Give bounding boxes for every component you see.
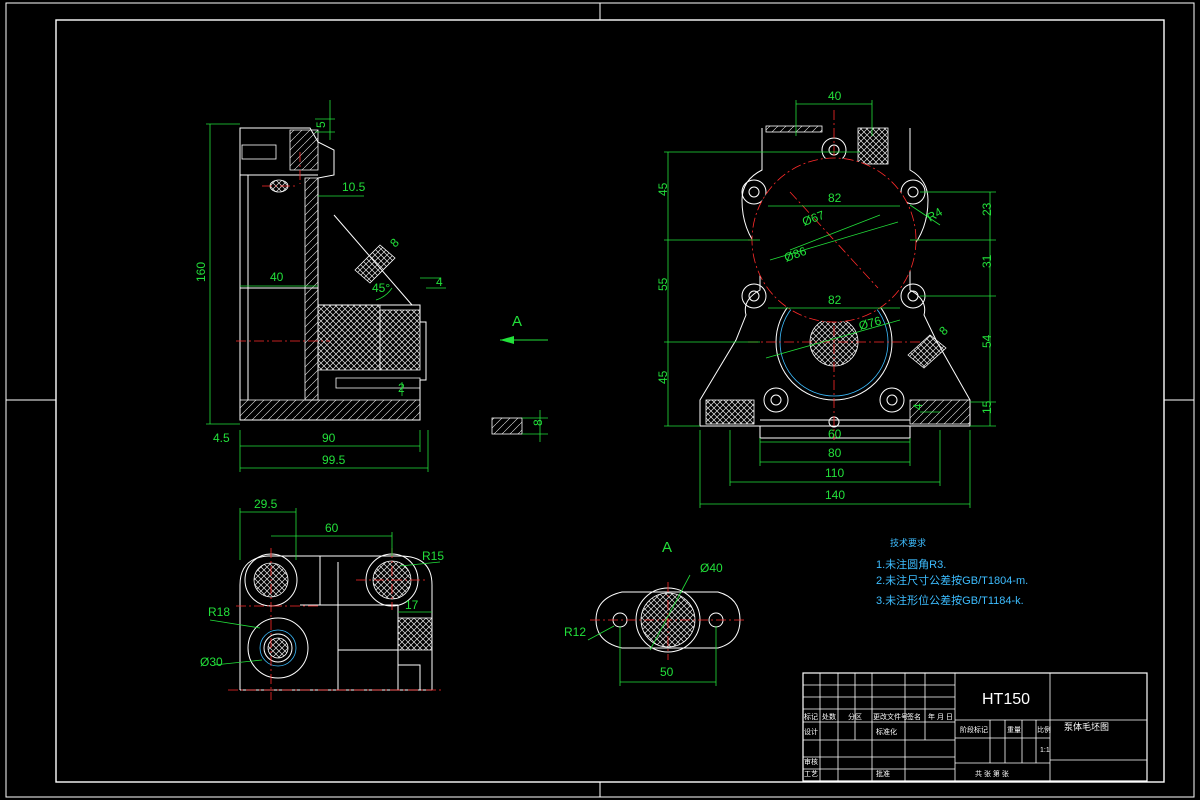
- dim-side-5: 5: [314, 121, 328, 128]
- note-line-3: 3.未注形位公差按GB/T1184-k.: [876, 593, 1024, 607]
- section-profile: [491, 417, 523, 435]
- section-label-a: A: [512, 313, 522, 330]
- stage-label-0: 阶段标记: [960, 725, 988, 734]
- detail-label-a: A: [662, 539, 672, 556]
- dim-side-4-5: 4.5: [213, 431, 230, 445]
- dim-front-110: 110: [825, 466, 844, 480]
- scale-value: 1:1: [1040, 747, 1050, 754]
- dim-detail-40: Ø40: [700, 561, 723, 575]
- front-view: 40 45 82 Ø67 R4 23 Ø86 31 55 82 Ø76 8 54…: [656, 89, 996, 508]
- dim-side-4: 4: [436, 275, 443, 289]
- dim-front-40: 40: [828, 89, 842, 103]
- dim-front-4: 4: [911, 403, 925, 410]
- dim-top-r18: R18: [208, 605, 230, 619]
- top-view: 29.5 60 R15 R18 17 Ø30: [200, 497, 444, 700]
- dim-top-r15: R15: [422, 549, 444, 563]
- row-label-2: 分区: [848, 712, 862, 721]
- dim-front-82-top: 82: [828, 191, 842, 205]
- left-label-0: 设计: [804, 727, 818, 736]
- dim-top-17: 17: [405, 598, 419, 612]
- front-view-dimlines: [664, 100, 996, 508]
- front-view-centerlines: [748, 110, 920, 440]
- row-label-3: 更改文件号: [873, 712, 908, 721]
- left-label-4: 批准: [876, 769, 890, 778]
- dim-side-2: 2: [398, 381, 405, 395]
- left-label-1: 标准化: [876, 727, 897, 736]
- dim-detail-50: 50: [660, 665, 674, 679]
- left-label-3: 工艺: [804, 770, 818, 778]
- dim-front-23: 23: [980, 202, 994, 216]
- dim-side-99-5: 99.5: [322, 453, 346, 467]
- row-label-4: 签名: [907, 712, 921, 721]
- dim-front-54: 54: [980, 334, 994, 348]
- dim-side-45deg: 45°: [372, 281, 390, 295]
- note-line-2: 2.未注尺寸公差按GB/T1804-m.: [876, 573, 1028, 587]
- side-view-centerlines: [236, 152, 330, 342]
- dim-front-r4: R4: [925, 205, 946, 225]
- technical-notes: 技术要求 1.未注圆角R3. 2.未注尺寸公差按GB/T1804-m. 3.未注…: [876, 537, 1028, 607]
- dim-detail-r12: R12: [564, 625, 586, 639]
- drawing-name: 泵体毛坯图: [1064, 721, 1109, 732]
- row-label-1: 处数: [822, 712, 836, 721]
- dim-front-45-top: 45: [656, 182, 670, 196]
- note-line-1: 1.未注圆角R3.: [876, 557, 946, 571]
- title-block-text: HT150 泵体毛坯图 标记 处数 分区 更改文件号 签名 年 月 日 设计 标…: [804, 691, 1109, 778]
- dim-front-15: 15: [980, 400, 994, 414]
- dim-top-29-5: 29.5: [254, 497, 278, 511]
- dim-front-55: 55: [656, 277, 670, 291]
- sheet-label: 共 张 第 张: [975, 769, 1009, 778]
- dim-side-10-5: 10.5: [342, 180, 366, 194]
- dim-front-80: 80: [828, 446, 842, 460]
- section-indicator: A 8: [491, 313, 548, 442]
- material-label: HT150: [982, 691, 1030, 708]
- dim-front-140: 140: [825, 488, 845, 502]
- notes-heading: 技术要求: [890, 537, 926, 548]
- detail-a: A Ø40 R12 50: [564, 539, 746, 686]
- top-view-dimlines: [209, 508, 441, 666]
- side-view-outline: [239, 127, 427, 421]
- side-view-hatch: [239, 129, 421, 421]
- dim-front-45-bot: 45: [656, 370, 670, 384]
- dim-front-60: 60: [828, 427, 842, 441]
- dim-front-82-mid: 82: [828, 293, 842, 307]
- stage-label-2: 比例: [1037, 725, 1051, 734]
- detail-a-flange: [595, 591, 741, 649]
- dim-side-160: 160: [194, 262, 208, 282]
- dim-section-8: 8: [531, 419, 545, 426]
- left-label-2: 审核: [804, 757, 818, 766]
- stage-label-1: 重量: [1007, 726, 1021, 734]
- top-view-centerlines: [228, 548, 444, 700]
- dim-front-8: 8: [936, 323, 951, 338]
- row-label-0: 标记: [804, 712, 818, 721]
- side-view-dimlines: [206, 100, 446, 472]
- dim-top-30: Ø30: [200, 655, 223, 669]
- dim-side-90: 90: [322, 431, 336, 445]
- dim-front-31: 31: [980, 254, 994, 268]
- dim-front-76: Ø76: [857, 313, 883, 332]
- top-view-alt: [259, 629, 297, 667]
- title-block: [802, 672, 1148, 782]
- sheet-frame: [5, 2, 1195, 798]
- dim-top-60: 60: [325, 521, 339, 535]
- dim-side-40: 40: [270, 270, 284, 284]
- row-label-5: 年 月 日: [928, 712, 953, 721]
- dim-side-8: 8: [387, 235, 402, 250]
- side-view: 5 10.5 160 40 45° 4 8 2 4.5 90 99.5: [194, 100, 446, 472]
